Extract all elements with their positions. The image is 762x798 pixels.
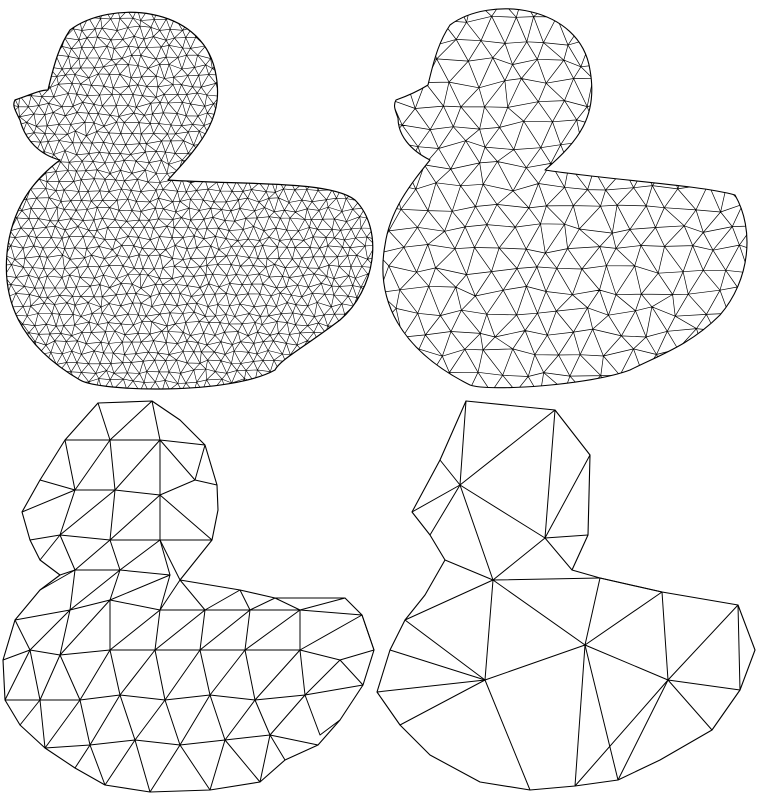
duck-mesh-fine: [5, 11, 374, 390]
mesh-triangles-coarse: [2, 400, 375, 793]
duck-mesh-very-coarse: [376, 400, 756, 791]
mesh-triangles-medium: [382, 8, 747, 388]
mesh-triangles-fine: [6, 12, 373, 390]
duck-mesh-medium: [382, 8, 748, 389]
mesh-edges: [6, 12, 373, 390]
duck-mesh-coarse: [2, 400, 375, 793]
mesh-edges: [382, 8, 747, 388]
mesh-triangles-very-coarse: [376, 400, 741, 791]
